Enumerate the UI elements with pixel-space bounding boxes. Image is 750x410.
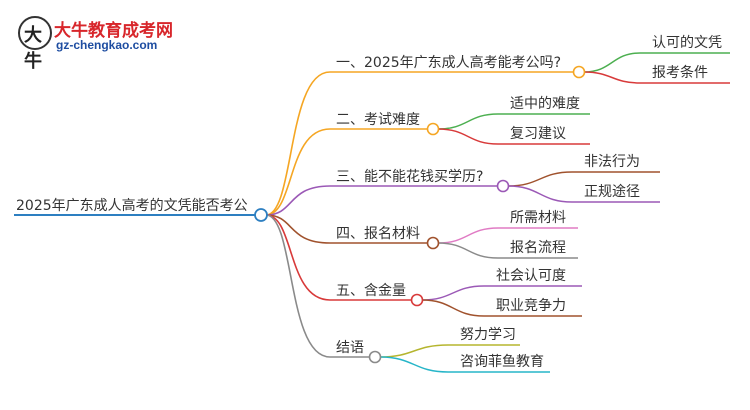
child-2-2-label: 复习建议: [510, 125, 566, 142]
connector-branch-5-child-1: [421, 285, 485, 301]
root-node: [254, 208, 268, 222]
connector-root-branch-2: [265, 128, 331, 216]
branch-5-label: 五、含金量: [336, 283, 406, 299]
branch-3-node: [496, 179, 510, 193]
connector-branch-1-child-2: [583, 71, 641, 84]
child-4-2-label: 报名流程: [510, 240, 566, 256]
connector-branch-1-child-1: [583, 52, 641, 73]
connector-branch-3-child-2: [507, 185, 573, 203]
connector-root-branch-5: [265, 214, 331, 301]
connector-branch-4-child-1: [437, 227, 499, 244]
connector-root-branch-6: [265, 214, 331, 358]
child-2-1-label: 适中的难度: [510, 96, 580, 112]
child-5-1-label: 社会认可度: [496, 268, 566, 284]
child-5-2-label: 职业竞争力: [496, 297, 566, 314]
branch-4-label: 四、报名材料: [336, 226, 420, 242]
child-1-1-label: 认可的文凭: [652, 35, 722, 51]
logo-url[interactable]: gz-chengkao.com: [56, 38, 158, 52]
connector-root-branch-3: [265, 185, 331, 216]
site-logo[interactable]: 大牛 大牛教育成考网 gz-chengkao.com: [12, 14, 173, 72]
connector-branch-2-child-1: [437, 113, 499, 130]
child-3-1-label: 非法行为: [584, 154, 640, 170]
branch-6-label: 结语: [336, 340, 364, 356]
child-6-1-label: 努力学习: [460, 327, 516, 343]
child-6-2-label: 咨询菲鱼教育: [460, 353, 544, 370]
branch-6-node: [368, 350, 382, 364]
child-4-1-label: 所需材料: [510, 210, 566, 226]
logo-mark: 大牛: [18, 16, 52, 72]
branch-1-node: [572, 65, 586, 79]
connector-branch-3-child-1: [507, 171, 573, 187]
connector-branch-2-child-2: [437, 128, 499, 145]
branch-5-node: [410, 293, 424, 307]
branch-2-label: 二、考试难度: [336, 112, 420, 128]
root-topic: 2025年广东成人高考的文凭能否考公: [16, 197, 248, 214]
child-1-2-label: 报考条件: [652, 64, 708, 81]
child-3-2-label: 正规途径: [584, 183, 640, 200]
branch-4-node: [426, 236, 440, 250]
connector-branch-6-child-2: [379, 356, 449, 373]
connector-branch-6-child-1: [379, 344, 449, 358]
branch-1-label: 一、2025年广东成人高考能考公吗?: [336, 54, 561, 71]
connector-branch-5-child-2: [421, 299, 485, 317]
branch-3-label: 三、能不能花钱买学历?: [336, 169, 483, 185]
connector-branch-4-child-2: [437, 242, 499, 259]
connector-root-branch-1: [265, 71, 331, 216]
connector-root-branch-4: [265, 214, 331, 244]
logo-title: 大牛教育成考网: [54, 21, 173, 41]
branch-2-node: [426, 122, 440, 136]
